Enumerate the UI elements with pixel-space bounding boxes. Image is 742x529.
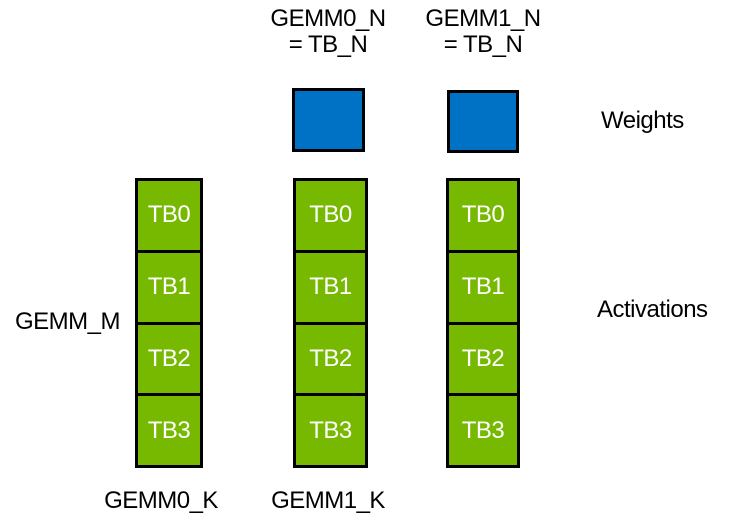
gemm0-n-label-line1: GEMM0_N bbox=[270, 5, 386, 32]
tb-cell: TB1 bbox=[138, 249, 200, 322]
activations-column-1: TB0 TB1 TB2 TB3 bbox=[293, 178, 368, 468]
gemm0-n-label: GEMM0_N = TB_N bbox=[243, 6, 413, 58]
weights-label: Weights bbox=[601, 107, 684, 134]
gemm1-n-label-line2: = TB_N bbox=[443, 31, 523, 58]
activations-column-2: TB0 TB1 TB2 TB3 bbox=[446, 178, 520, 468]
tb-cell: TB0 bbox=[296, 181, 365, 250]
gemm1-n-label: GEMM1_N = TB_N bbox=[398, 6, 568, 58]
tb-cell: TB2 bbox=[449, 321, 517, 394]
gemm1-n-label-line1: GEMM1_N bbox=[425, 5, 541, 32]
tb-cell: TB3 bbox=[449, 393, 517, 465]
tb-cell: TB2 bbox=[296, 321, 365, 394]
gemm1-k-label: GEMM1_K bbox=[271, 487, 385, 514]
tb-cell: TB3 bbox=[296, 393, 365, 465]
weights-tile-gemm1 bbox=[447, 90, 519, 153]
activations-label: Activations bbox=[597, 296, 708, 323]
weights-tile-gemm0 bbox=[292, 88, 365, 152]
gemm0-n-label-line2: = TB_N bbox=[288, 31, 368, 58]
tb-cell: TB0 bbox=[449, 181, 517, 250]
tb-cell: TB1 bbox=[449, 249, 517, 322]
tb-cell: TB0 bbox=[138, 181, 200, 250]
tb-cell: TB1 bbox=[296, 249, 365, 322]
gemm-m-label: GEMM_M bbox=[15, 308, 121, 335]
activations-column-0: TB0 TB1 TB2 TB3 bbox=[135, 178, 203, 468]
gemm0-k-label: GEMM0_K bbox=[104, 487, 218, 514]
tb-cell: TB3 bbox=[138, 393, 200, 465]
tb-cell: TB2 bbox=[138, 321, 200, 394]
